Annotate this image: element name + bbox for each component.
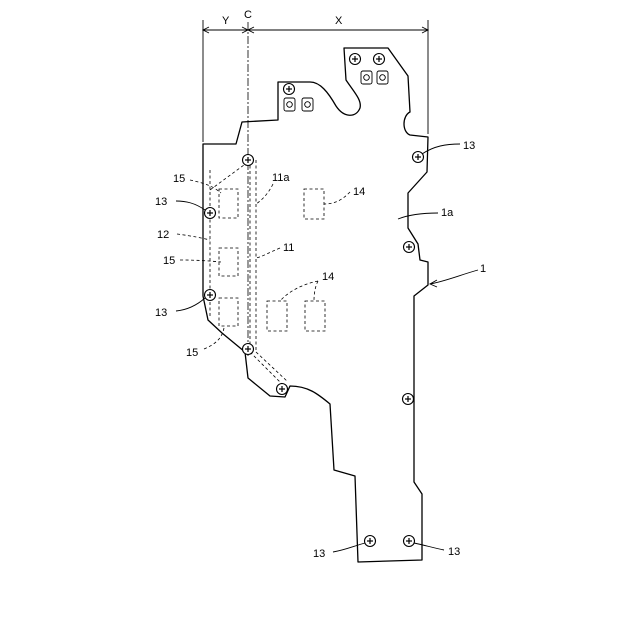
label-y: Y bbox=[222, 15, 230, 27]
label-14-upper: 14 bbox=[353, 186, 365, 198]
leader-lines bbox=[176, 144, 478, 552]
label-13-top-right: 13 bbox=[463, 140, 475, 152]
label-14-lower: 14 bbox=[322, 271, 334, 283]
screw-icon bbox=[404, 242, 415, 253]
plate-outline bbox=[203, 48, 428, 562]
screw-icon bbox=[243, 344, 254, 355]
screw-icon bbox=[205, 208, 216, 219]
hidden-lines bbox=[210, 160, 325, 384]
label-x: X bbox=[335, 15, 343, 27]
screw-icon bbox=[277, 384, 288, 395]
screw-icon bbox=[403, 394, 414, 405]
label-1a: 1a bbox=[441, 207, 454, 219]
label-c: C bbox=[244, 9, 252, 21]
screw-icon bbox=[243, 155, 254, 166]
label-15-upper: 15 bbox=[173, 173, 185, 185]
screw-icon bbox=[374, 54, 385, 65]
label-12: 12 bbox=[157, 229, 169, 241]
screw-icon bbox=[205, 290, 216, 301]
screw-icon bbox=[413, 152, 424, 163]
label-13-left-lower: 13 bbox=[155, 307, 167, 319]
label-13-bottom-left: 13 bbox=[313, 548, 325, 560]
screw-icon bbox=[284, 84, 295, 95]
label-15-lower: 15 bbox=[186, 347, 198, 359]
dimension-lines bbox=[203, 20, 428, 142]
label-11: 11 bbox=[283, 242, 294, 254]
labels: Y C X 13 15 11a 14 13 1a 12 11 15 1 14 1… bbox=[155, 9, 486, 560]
screw-icon bbox=[350, 54, 361, 65]
label-11a: 11a bbox=[272, 172, 290, 184]
screw-icon bbox=[404, 536, 415, 547]
label-13-left-upper: 13 bbox=[155, 196, 167, 208]
screws bbox=[205, 54, 424, 547]
label-13-bottom-right: 13 bbox=[448, 546, 460, 558]
label-1: 1 bbox=[480, 263, 486, 275]
screw-icon bbox=[365, 536, 376, 547]
label-15-middle: 15 bbox=[163, 255, 175, 267]
